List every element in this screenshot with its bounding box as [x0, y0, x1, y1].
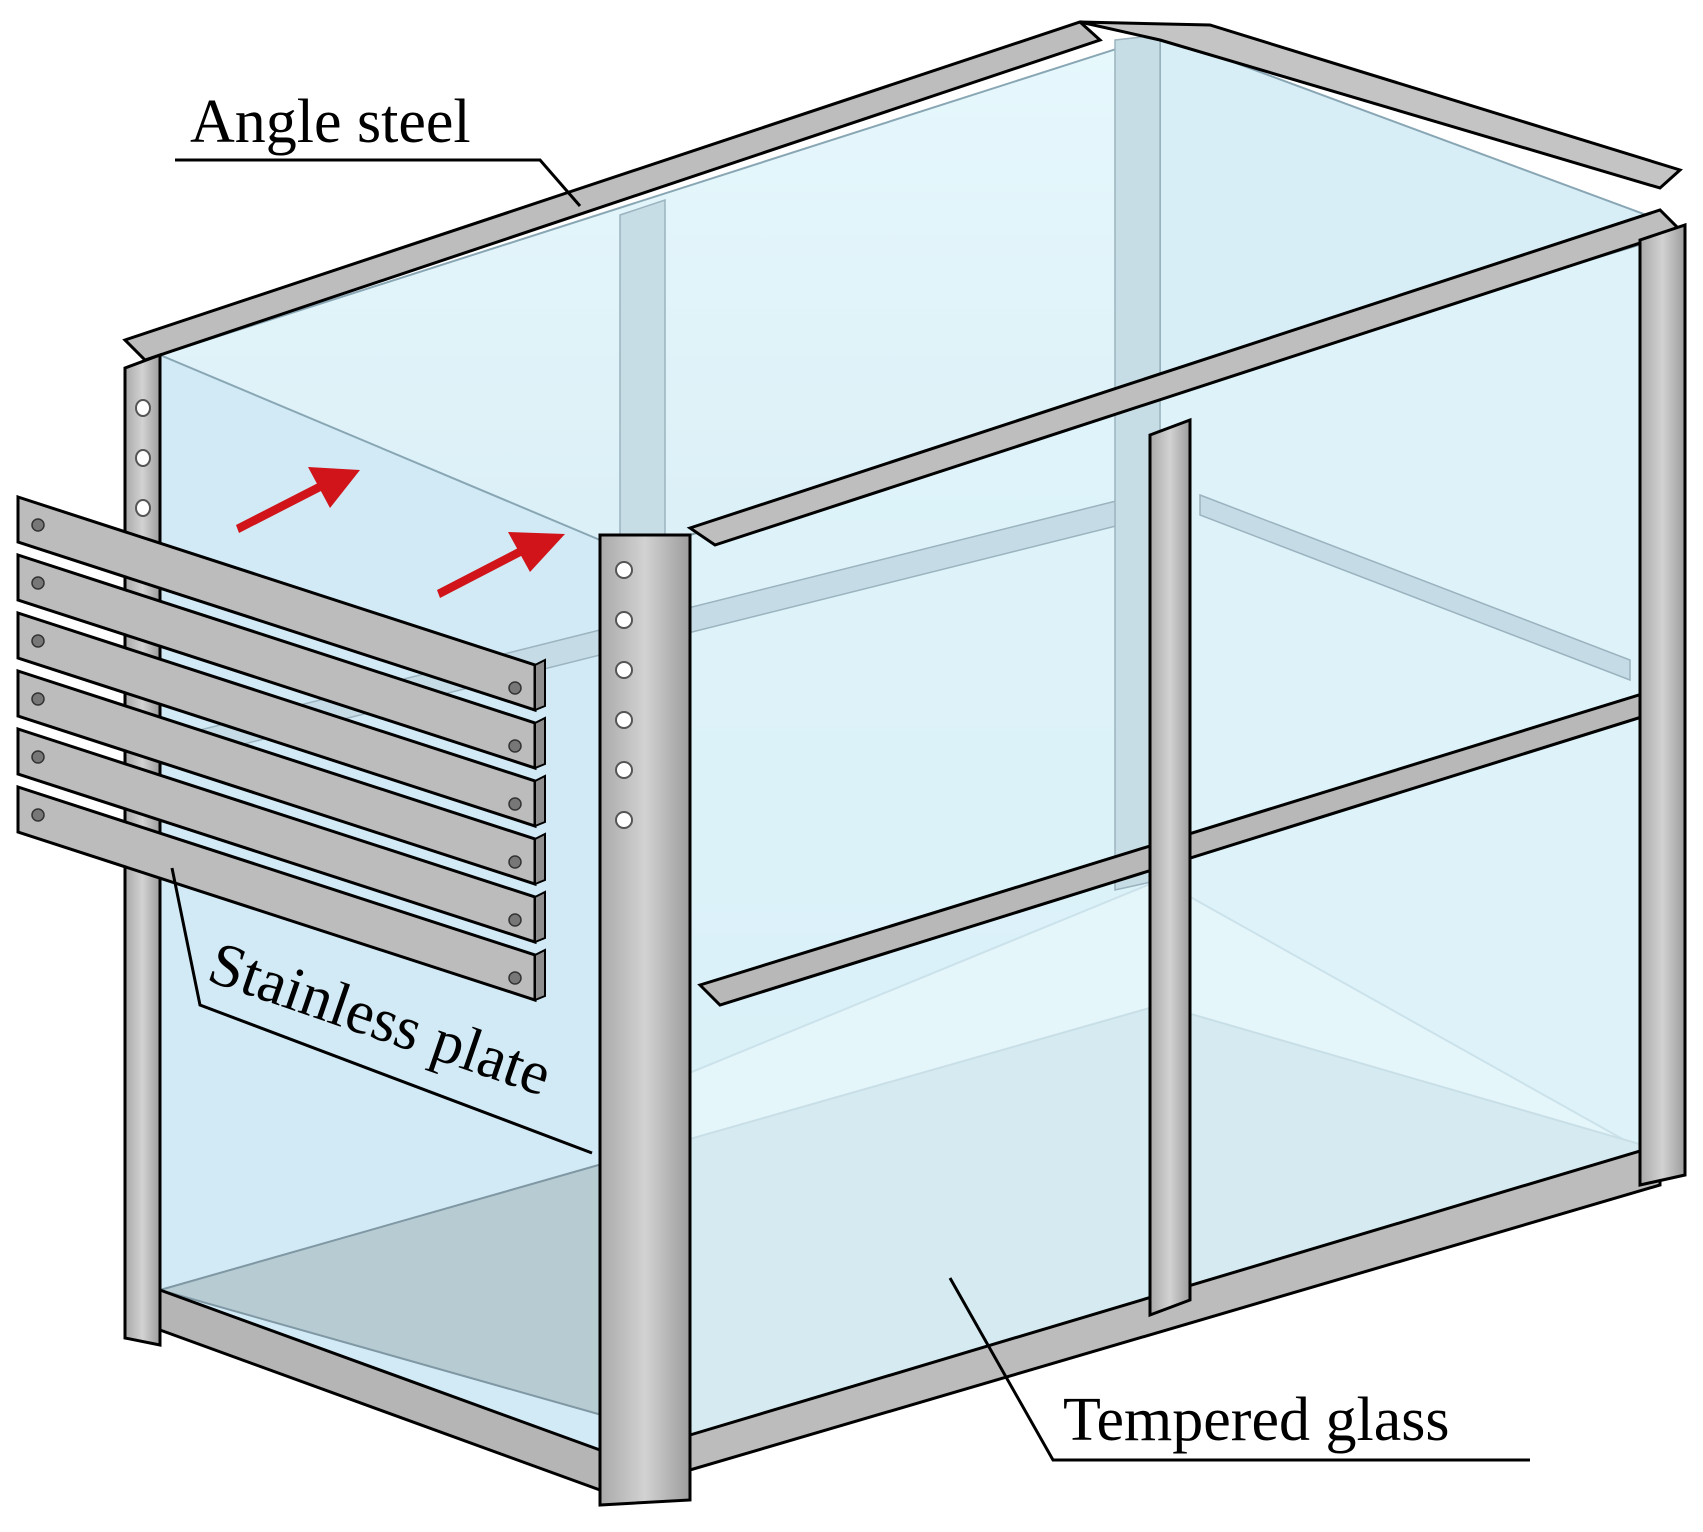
bolt-icon [31, 808, 45, 822]
top-angle-steel-back [122, 20, 1103, 362]
front-left-post [598, 533, 692, 1507]
bolt-icon [31, 750, 45, 764]
tempered-glass-callout: Tempered glass [948, 1277, 1530, 1462]
bolt-icon [508, 681, 522, 695]
tempered-glass-leader [948, 1277, 1530, 1462]
stainless-plate-strip [16, 726, 546, 945]
stainless-plate-leader [170, 867, 593, 1155]
bolt-icon [508, 913, 522, 927]
stainless-plate-strip [16, 552, 546, 771]
angle-steel-label: Angle steel [190, 88, 471, 156]
steel-frame [122, 20, 1687, 1507]
stainless-plates [16, 494, 546, 1003]
bolt-icon [31, 692, 45, 706]
angle-steel-leader [175, 158, 582, 207]
bolt-icon [31, 518, 45, 532]
left-post-bolt-holes [135, 399, 151, 517]
flow-arrows [236, 467, 565, 598]
flow-arrow-lower [437, 532, 565, 598]
bolt-icon [31, 634, 45, 648]
stainless-plate-strip [16, 610, 546, 829]
front-post-bolt-holes [615, 561, 633, 829]
right-mid-strip [1199, 493, 1631, 682]
tempered-glass-label: Tempered glass [1063, 1386, 1449, 1454]
bolt-icon [508, 797, 522, 811]
stainless-plate-strip [16, 668, 546, 887]
top-angle-steel-right [1079, 20, 1683, 190]
right-corner-post [1638, 222, 1687, 1187]
bolt-icon [508, 971, 522, 985]
flow-arrow-upper [236, 467, 360, 533]
bolt-icon [508, 739, 522, 753]
bolt-icon [31, 576, 45, 590]
front-middle-post [1148, 417, 1192, 1318]
bolt-icon [508, 855, 522, 869]
angle-steel-callout: Angle steel [175, 88, 582, 207]
stainless-plate-strip [16, 784, 546, 1003]
stainless-plate-strip [16, 494, 546, 713]
